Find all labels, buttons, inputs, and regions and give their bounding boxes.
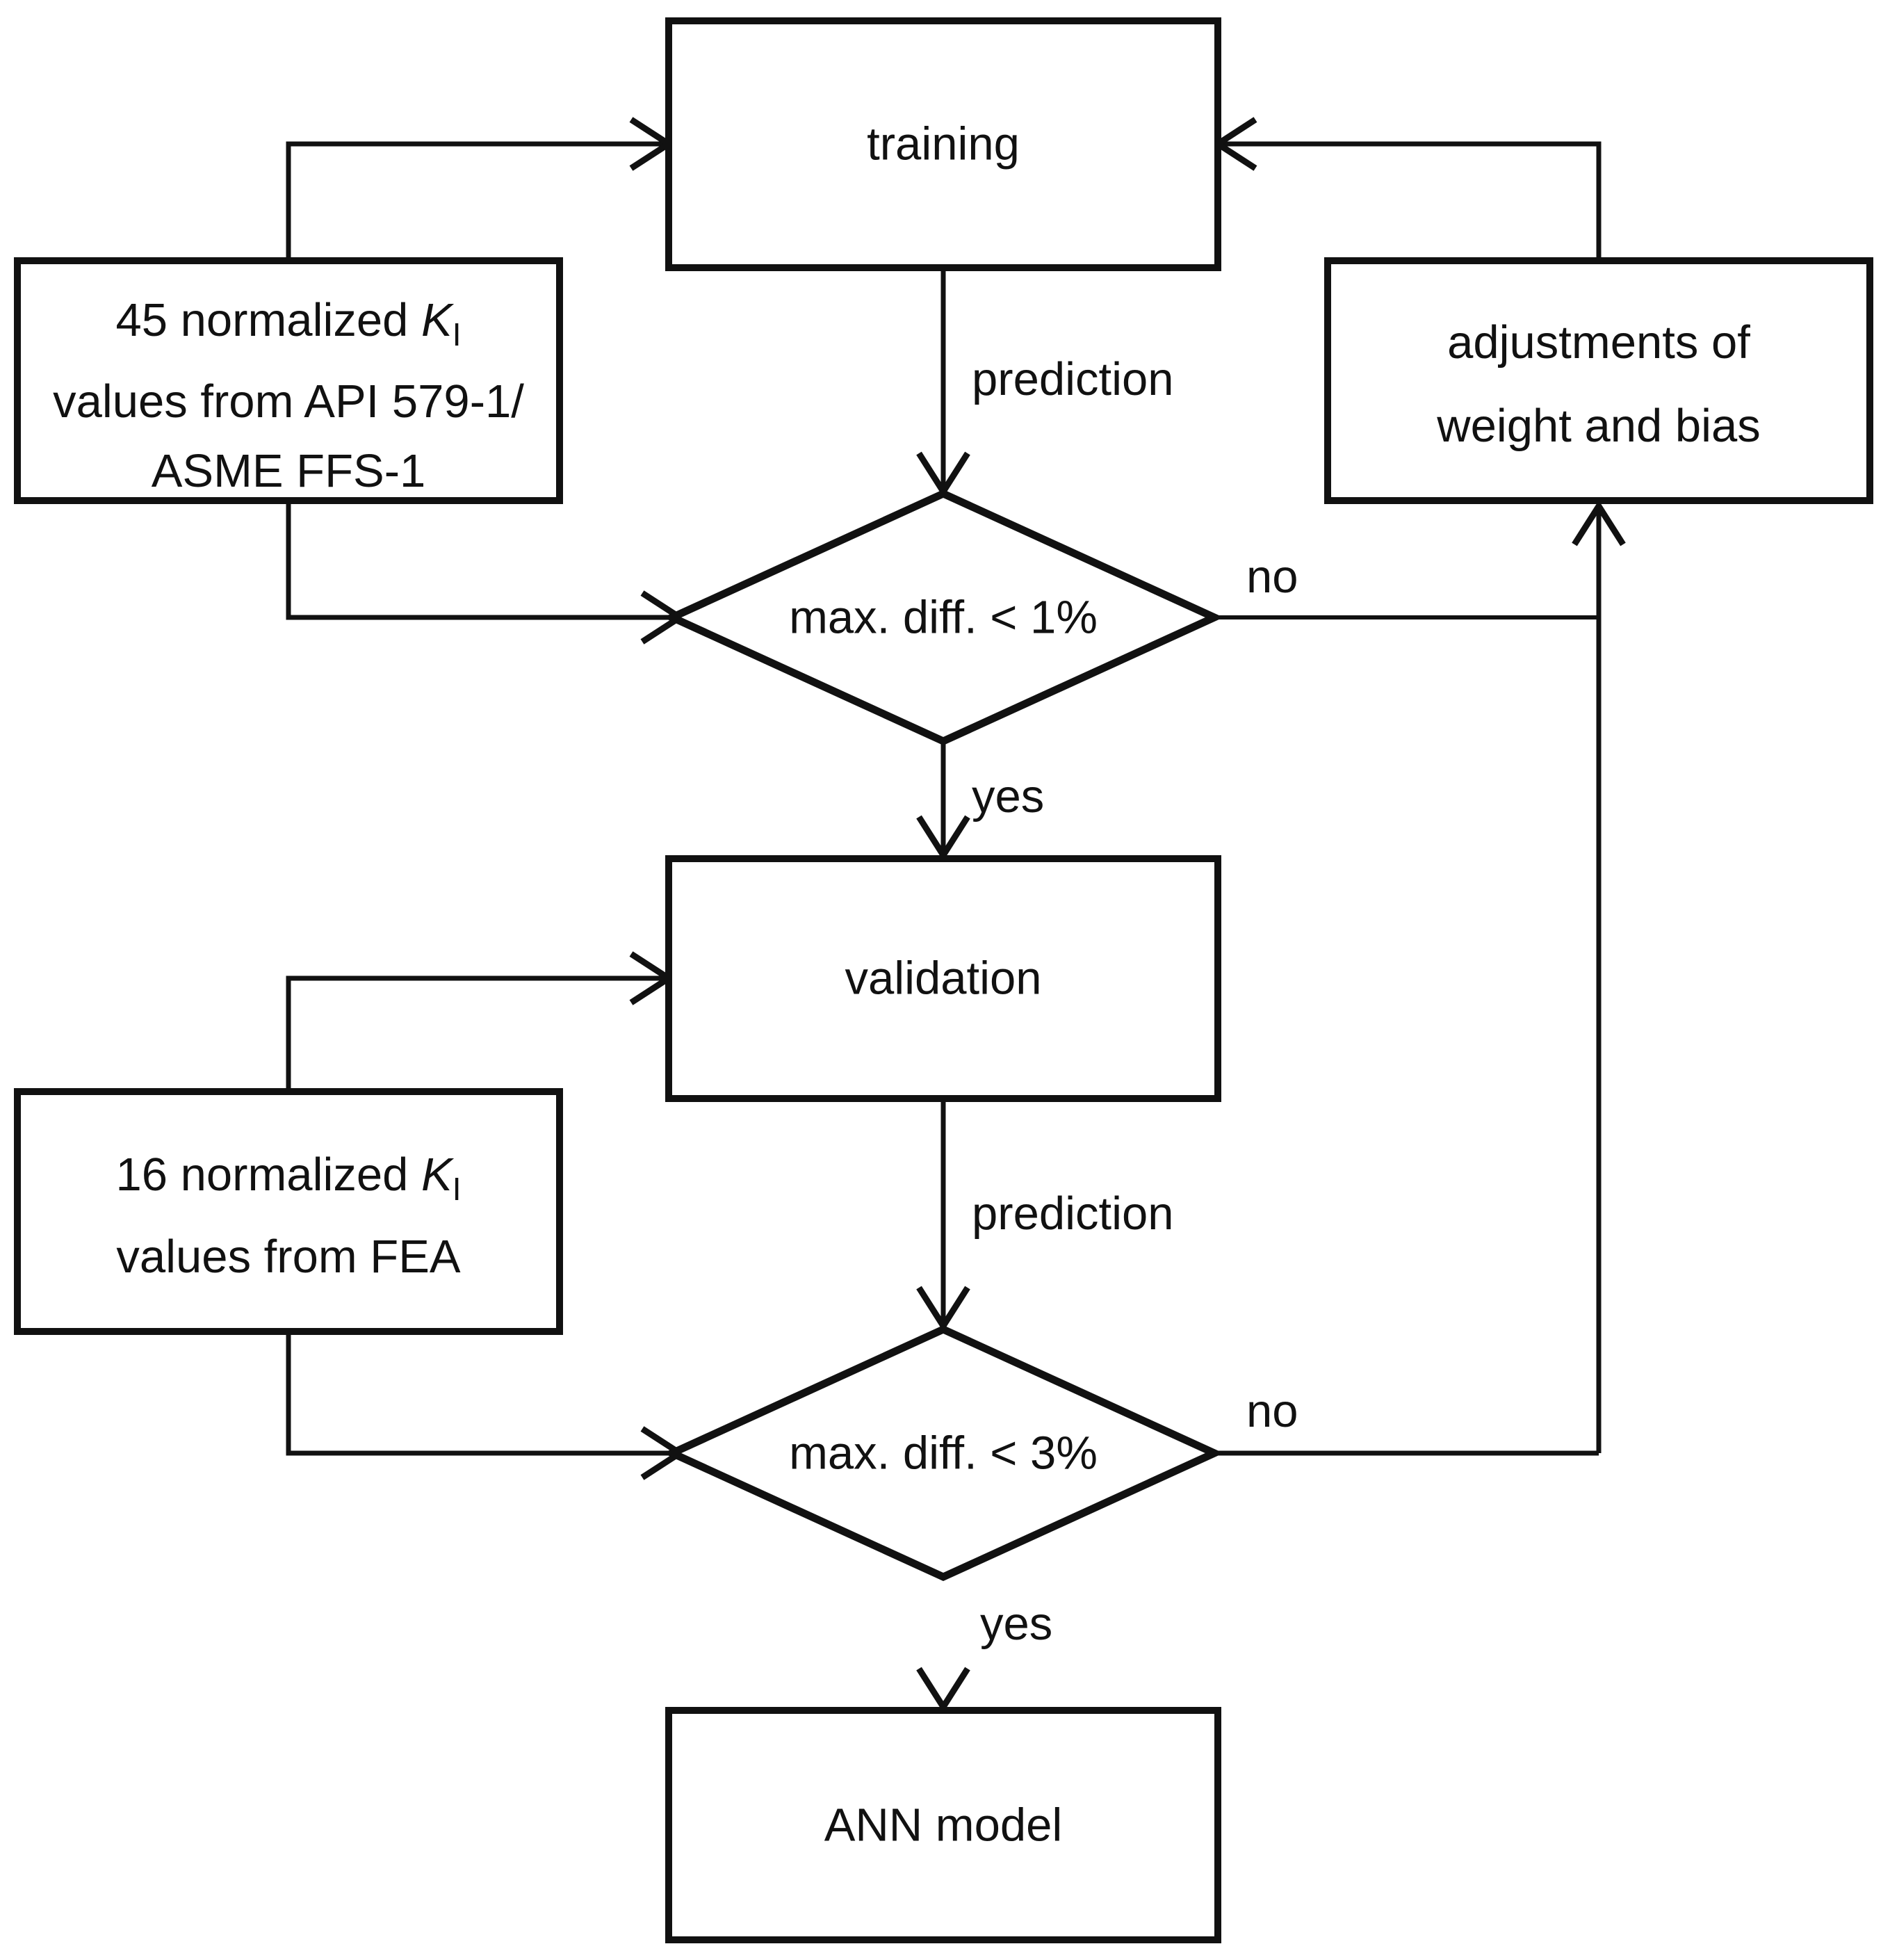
input45-line2: values from API 579-1/ bbox=[53, 375, 524, 428]
node-decision1-diamond bbox=[662, 489, 1224, 746]
validation-label: validation bbox=[845, 953, 1041, 1005]
arrow-into-annmodel-top bbox=[916, 1667, 970, 1713]
input45-line1: 45 normalized KI bbox=[116, 294, 462, 353]
node-annmodel-box bbox=[665, 1707, 1221, 1943]
node-input45-box bbox=[14, 257, 563, 504]
decision1-label: max. diff. < 1% bbox=[789, 592, 1098, 644]
edge-label-no-2: no bbox=[1246, 1385, 1298, 1437]
decision2-label: max. diff. < 3% bbox=[789, 1427, 1098, 1480]
input16-prefix: 16 normalized bbox=[116, 1149, 421, 1201]
node-input16-box bbox=[14, 1088, 563, 1335]
input16-line1: 16 normalized KI bbox=[116, 1149, 462, 1207]
node-training-box bbox=[665, 17, 1221, 271]
edge-label-no-1: no bbox=[1246, 551, 1298, 603]
adjustments-line2: weight and bias bbox=[1436, 400, 1761, 452]
input16-line2: values from FEA bbox=[116, 1231, 461, 1283]
node-validation-box bbox=[665, 855, 1221, 1102]
edge-input16-to-decision2 bbox=[286, 1331, 674, 1456]
input45-prefix: 45 normalized bbox=[116, 294, 421, 346]
edge-input16-to-validation bbox=[286, 975, 663, 1092]
edge-input45-to-training bbox=[286, 141, 663, 261]
training-label: training bbox=[867, 118, 1020, 170]
edge-label-prediction-2: prediction bbox=[972, 1188, 1174, 1240]
input16-symbol: K bbox=[421, 1149, 455, 1201]
arrow-into-adjustments-bottom bbox=[1572, 500, 1626, 546]
input16-subscript: I bbox=[453, 1171, 462, 1207]
edge-input45-to-decision1 bbox=[286, 501, 674, 620]
edge-label-yes-2: yes bbox=[980, 1598, 1052, 1650]
annmodel-label: ANN model bbox=[824, 1799, 1063, 1852]
edge-label-yes-1: yes bbox=[972, 770, 1044, 823]
edge-adjustments-to-training bbox=[1223, 141, 1602, 261]
input45-line3: ASME FFS-1 bbox=[152, 445, 426, 497]
node-adjustments-box bbox=[1324, 257, 1873, 504]
node-decision2-diamond bbox=[662, 1325, 1224, 1582]
edge-label-prediction-1: prediction bbox=[972, 353, 1174, 405]
adjustments-line1: adjustments of bbox=[1447, 316, 1750, 368]
input45-symbol: K bbox=[421, 294, 455, 346]
input45-subscript: I bbox=[453, 316, 462, 353]
